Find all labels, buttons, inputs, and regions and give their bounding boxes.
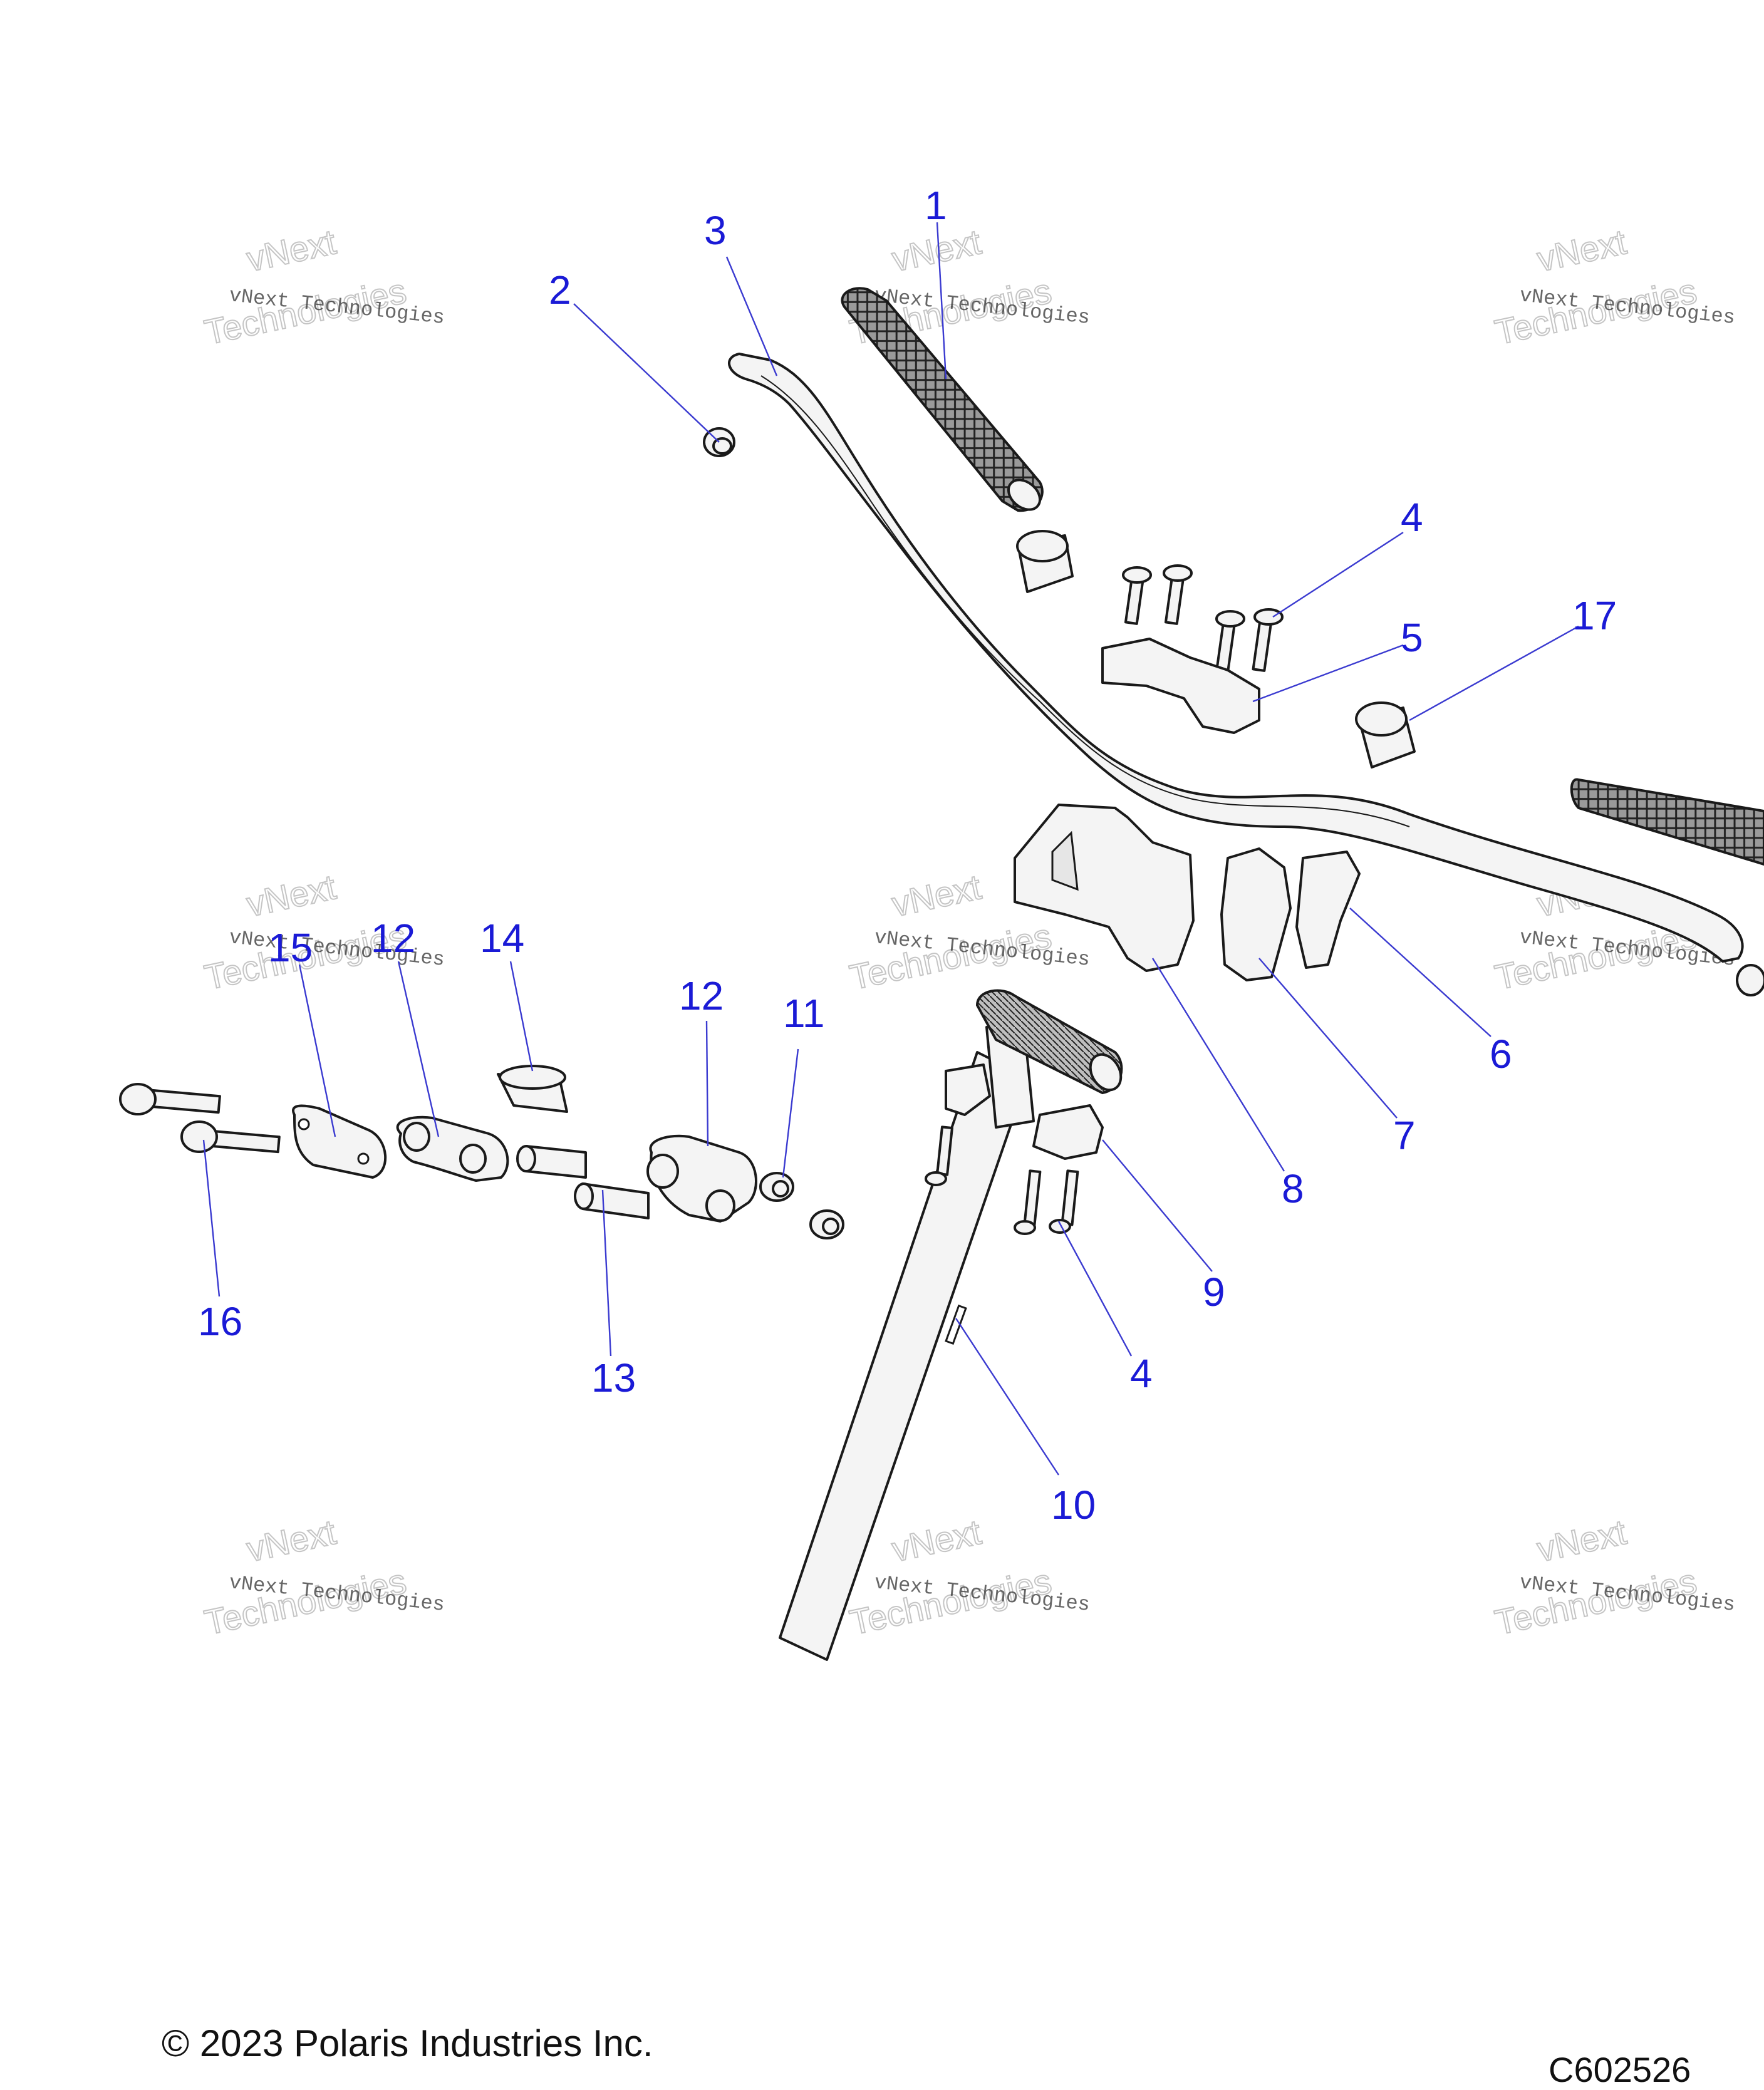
callout-8: 8 [1282,1166,1304,1211]
watermark-brand: vNext [888,1512,985,1569]
callout-17: 17 [1572,593,1617,638]
callout-3: 3 [704,208,727,253]
watermark-brand: vNext [243,867,340,924]
grip-collar [1016,530,1074,593]
grip-right [1570,778,1764,866]
callout-4-upper: 4 [1401,495,1423,540]
watermark-brand: vNext [888,867,985,924]
handlebar-highlight [760,375,1410,827]
callout-15: 15 [268,925,313,970]
callout-1: 1 [925,183,947,228]
callout-7: 7 [1393,1113,1416,1158]
clamp-ring [1355,701,1416,768]
watermark-brand: vNext [1533,1512,1630,1569]
lower-clamp [945,1063,1104,1160]
left-hardware [119,1065,844,1239]
callout-12-left: 12 [371,916,415,961]
callout-6: 6 [1490,1032,1512,1077]
copyright-notice: © 2023 Polaris Industries Inc. [162,2022,653,2064]
clamp-half-left [1220,847,1292,981]
watermark-brand: vNext [888,222,985,279]
watermark-tile: vNext Technologies [1491,1511,1701,1643]
right-end-plug [1736,964,1764,996]
clamp-half-right [1295,851,1361,969]
riser-block-window [1051,830,1079,891]
callout-16: 16 [198,1299,242,1344]
watermark-tile: vNext Technologies [1491,221,1701,353]
callout-5: 5 [1401,615,1423,660]
grip-left [841,287,1044,512]
watermark-tile: vNext Technologies [200,221,410,353]
handlebar [728,353,1744,963]
lower-bolts [925,1125,1079,1235]
diagram-code: C602526 [1549,2050,1691,2089]
callout-14: 14 [480,916,524,961]
callout-4-lower: 4 [1130,1351,1153,1396]
watermark-brand: vNext [243,222,340,279]
watermark-tile: vNext Technologies [200,1511,410,1643]
callouts: 1 2 3 4 5 17 6 7 8 9 4 10 11 12 12 13 14… [198,183,1617,1528]
callout-12-right: 12 [679,973,724,1018]
watermark-brand: vNext [1533,222,1630,279]
callout-11: 11 [783,991,824,1036]
callout-2: 2 [549,267,571,313]
upper-clamp [1101,638,1260,734]
steering-post [779,989,1123,1661]
leader-lines [202,222,1579,1476]
clamp-bolts [1122,564,1284,672]
callout-13: 13 [591,1355,636,1400]
callout-10: 10 [1051,1482,1096,1528]
callout-9: 9 [1203,1270,1225,1315]
watermark-brand: vNext [243,1512,340,1569]
